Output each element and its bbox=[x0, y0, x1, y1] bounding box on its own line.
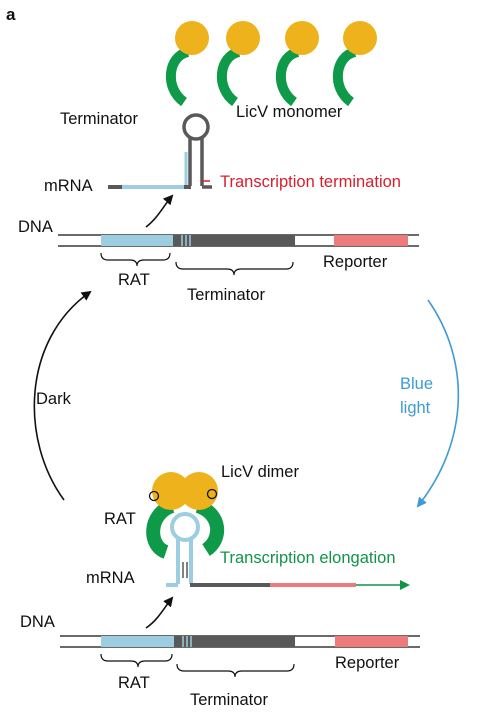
mrna-label-top: mRNA bbox=[44, 177, 93, 195]
rat-label-bottom: RAT bbox=[104, 510, 136, 528]
rat-label-top: RAT bbox=[118, 271, 150, 289]
transcription-elongation-label: Transcription elongation bbox=[220, 549, 396, 567]
rat-brace-top bbox=[100, 252, 171, 267]
rat-region-bottom bbox=[101, 636, 174, 647]
blue-light-label-line1: Blue bbox=[400, 375, 433, 393]
transcription-arrow-top bbox=[145, 194, 174, 228]
dark-arrow bbox=[33, 290, 92, 501]
terminator-hairpin-top bbox=[182, 113, 212, 189]
licv-dimer-label: LicV dimer bbox=[221, 463, 299, 481]
panel-label: a bbox=[6, 5, 16, 24]
terminator-brace-bottom bbox=[176, 663, 295, 678]
rat-region-label-bottom: RAT bbox=[118, 674, 150, 692]
reporter-region-bottom bbox=[335, 636, 408, 647]
dna-label-bottom: DNA bbox=[20, 613, 55, 631]
terminator-brace-top bbox=[175, 261, 294, 276]
dark-label: Dark bbox=[36, 390, 72, 408]
rat-brace-bottom bbox=[100, 653, 173, 668]
transcription-arrow-bottom bbox=[145, 596, 174, 629]
blue-light-label-line2: light bbox=[400, 399, 431, 417]
dna-label-top: DNA bbox=[18, 218, 53, 236]
licv-monomer-4 bbox=[332, 21, 377, 107]
licv-dimer bbox=[146, 472, 225, 559]
licv-monomer-2 bbox=[216, 21, 260, 107]
terminator-region-bottom bbox=[174, 636, 295, 647]
reporter-region-top bbox=[334, 235, 408, 246]
dna-top bbox=[58, 234, 419, 247]
transcription-termination-label: Transcription termination bbox=[220, 173, 401, 191]
blue-light-arrow bbox=[416, 299, 460, 508]
licv-monomer-label: LicV monomer bbox=[236, 103, 343, 121]
terminator-region-label-bottom: Terminator bbox=[190, 691, 268, 709]
terminator-region-label-top: Terminator bbox=[187, 286, 265, 304]
rat-region-top bbox=[101, 235, 173, 246]
licv-monomer-group bbox=[165, 21, 377, 107]
licv-monomer-1 bbox=[165, 21, 209, 107]
dna-bottom bbox=[60, 635, 420, 648]
licv-monomer-3 bbox=[275, 21, 319, 107]
terminator-region-top bbox=[173, 235, 295, 246]
reporter-label-bottom: Reporter bbox=[335, 654, 400, 672]
terminator-label-top: Terminator bbox=[60, 110, 138, 128]
reporter-label-top: Reporter bbox=[323, 253, 388, 271]
rat-hairpin-bottom bbox=[166, 512, 200, 587]
mrna-label-bottom: mRNA bbox=[86, 569, 135, 587]
